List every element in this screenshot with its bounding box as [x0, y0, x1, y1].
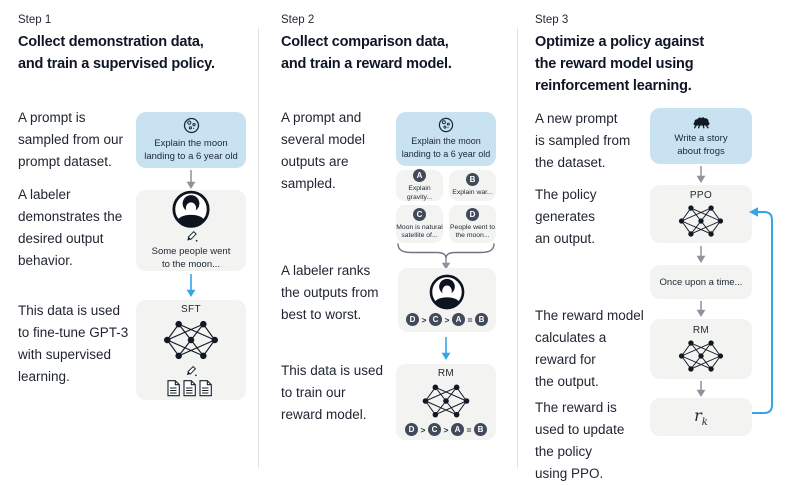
option-box-c: C Moon is natural satellite of... — [396, 205, 443, 243]
reward-symbol: r — [694, 405, 702, 425]
neural-network-icon — [163, 320, 219, 359]
rank-separator: = — [467, 314, 473, 325]
pencil-icon — [186, 231, 197, 243]
rank-badge: C — [429, 313, 443, 326]
option-text-c: Moon is natural satellite of... — [396, 223, 443, 240]
arrow-down-icon — [696, 381, 706, 397]
sft-label: SFT — [180, 303, 202, 315]
ppo-label: PPO — [689, 189, 713, 201]
step1-prompt-box: Explain the moon landing to a 6 year old — [136, 112, 246, 168]
rank-separator: > — [421, 314, 427, 325]
step2-caption-rank: A labeler ranks the outputs from best to… — [281, 263, 379, 322]
step3-caption-update: The reward is used to update the policy … — [535, 400, 625, 481]
pencil-icon — [186, 365, 197, 376]
option-badge-a: A — [413, 169, 426, 182]
documents-icon — [167, 379, 212, 396]
neural-network-icon — [678, 339, 724, 372]
option-box-b: B Explain war... — [449, 170, 496, 201]
step3-output-text: Once upon a time... — [659, 276, 743, 288]
option-box-d: D People went to the moon... — [449, 205, 496, 243]
step3-caption-prompt: A new prompt is sampled from the dataset… — [535, 111, 631, 170]
rank-badge: C — [428, 423, 442, 436]
step3-output-box: Once upon a time... — [650, 265, 752, 299]
option-badge-d: D — [466, 207, 479, 221]
rank-badge: A — [450, 423, 464, 436]
column-divider-1 — [258, 28, 259, 468]
reward-value: rk — [694, 406, 708, 428]
rank-badge: D — [405, 423, 419, 436]
ranking-row: D > C > A = B — [405, 423, 487, 436]
step-2-label: Step 2 — [281, 14, 315, 26]
step3-caption-policy: The policy generates an output. — [535, 187, 597, 246]
reward-subscript: k — [701, 417, 708, 429]
rank-badge: D — [406, 313, 420, 326]
labeler-avatar-icon — [429, 274, 465, 310]
step3-caption-reward-calc: The reward model calculates a reward for… — [535, 308, 644, 389]
step1-caption-labeler: A labeler demonstrates the desired outpu… — [18, 187, 123, 268]
labeler-avatar-icon — [172, 190, 210, 228]
arrow-down-blue-icon — [441, 337, 451, 360]
rm-label: RM — [437, 368, 455, 379]
neural-network-icon — [678, 204, 724, 237]
step1-sft-box: SFT — [136, 300, 246, 400]
rank-separator: > — [443, 424, 449, 435]
option-badge-c: C — [413, 207, 426, 221]
step3-reward-box: rk — [650, 398, 752, 436]
step3-prompt-text: Write a story about frogs — [674, 132, 728, 157]
arrow-down-blue-icon — [186, 274, 196, 297]
rank-badge: B — [474, 313, 488, 326]
rank-separator: > — [444, 314, 450, 325]
step-1-title: Collect demonstration data, and train a … — [18, 34, 215, 72]
option-text-b: Explain war... — [452, 189, 493, 197]
rank-badge: B — [473, 423, 487, 436]
neural-network-icon — [422, 384, 470, 418]
rm-label: RM — [692, 324, 710, 336]
arrow-down-icon — [696, 166, 706, 183]
moon-icon — [438, 117, 454, 133]
option-text-d: People went to the moon... — [450, 223, 495, 240]
option-text-a: Explain gravity... — [406, 185, 433, 201]
step-2-title: Collect comparison data, and train a rew… — [281, 34, 452, 72]
arrow-down-icon — [186, 170, 196, 189]
brace-and-arrow-icon — [397, 243, 495, 270]
column-divider-2 — [517, 28, 518, 468]
step2-rm-box: RM D > C > A = B — [396, 364, 496, 440]
option-badge-b: B — [466, 173, 479, 187]
step2-caption-train: This data is used to train our reward mo… — [281, 363, 384, 422]
arrow-down-icon — [696, 301, 706, 317]
rank-badge: A — [451, 313, 465, 326]
option-box-a: A Explain gravity... — [396, 169, 443, 201]
step1-demonstration-text: Some people went to the moon... — [151, 246, 231, 270]
step1-labeler-box: Some people went to the moon... — [136, 190, 246, 271]
step1-caption-finetune: This data is used to fine-tune GPT-3 wit… — [18, 303, 129, 384]
arrow-down-icon — [696, 246, 706, 263]
step1-prompt-text: Explain the moon landing to a 6 year old — [144, 138, 238, 162]
step-3-title: Optimize a policy against the reward mod… — [535, 34, 705, 94]
moon-icon — [183, 117, 199, 134]
frog-icon — [693, 116, 709, 128]
step1-caption-prompt: A prompt is sampled from our prompt data… — [18, 110, 124, 169]
step3-ppo-box: PPO — [650, 185, 752, 243]
ranking-row: D > C > A = B — [406, 313, 488, 326]
step2-rank-box: D > C > A = B — [398, 268, 496, 332]
step2-caption-prompt: A prompt and several model outputs are s… — [281, 110, 366, 191]
step3-rm-box: RM — [650, 319, 752, 379]
feedback-loop-arrow-icon — [749, 207, 773, 414]
step-1-label: Step 1 — [18, 14, 52, 26]
step2-prompt-box: Explain the moon landing to a 6 year old — [396, 112, 496, 166]
step3-prompt-box: Write a story about frogs — [650, 108, 752, 164]
rank-separator: = — [466, 424, 472, 435]
rank-separator: > — [420, 424, 426, 435]
step-3-label: Step 3 — [535, 14, 569, 26]
step2-prompt-text: Explain the moon landing to a 6 year old — [401, 136, 491, 159]
